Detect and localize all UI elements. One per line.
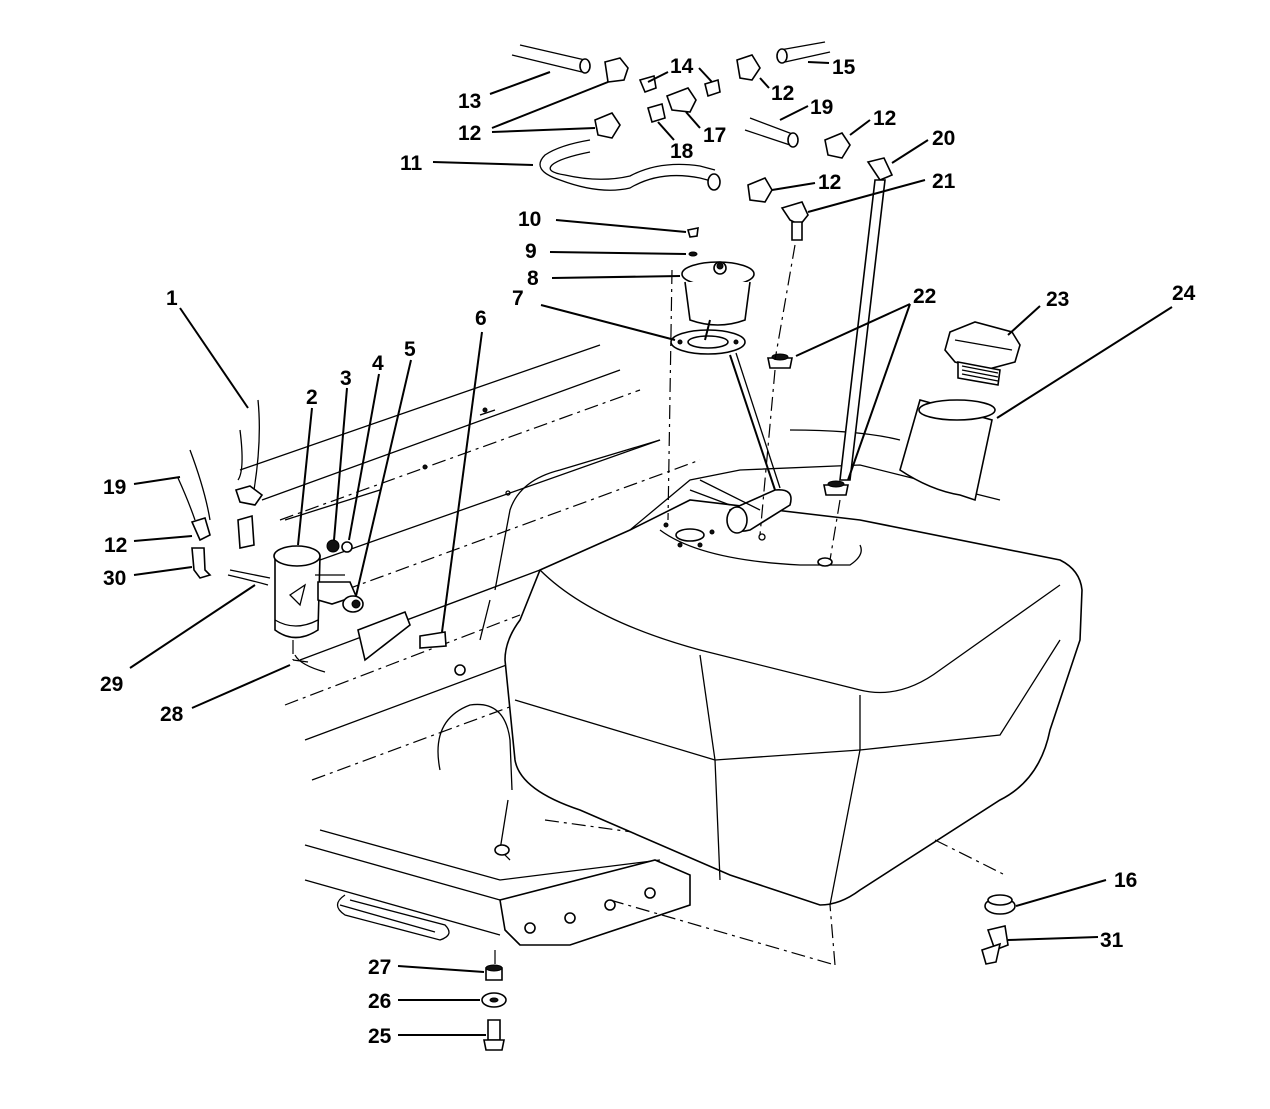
callout-7: 7 — [512, 287, 524, 310]
grommets — [767, 353, 849, 496]
callout-17: 17 — [703, 124, 726, 147]
callout-30: 30 — [103, 567, 126, 590]
callout-19-b: 19 — [103, 476, 126, 499]
callout-13: 13 — [458, 90, 481, 113]
assembly-lines — [292, 244, 1006, 966]
mount-hardware — [481, 894, 1016, 1051]
vent-tube — [839, 157, 894, 481]
callout-20: 20 — [932, 127, 955, 150]
callout-23: 23 — [1046, 288, 1069, 311]
callout-16: 16 — [1114, 869, 1137, 892]
chassis-frame — [239, 344, 701, 946]
screw-and-washer — [686, 226, 699, 257]
callout-22: 22 — [913, 285, 936, 308]
callout-27: 27 — [368, 956, 391, 979]
filler-cap — [944, 321, 1021, 386]
callout-24: 24 — [1172, 282, 1196, 305]
callout-26: 26 — [368, 990, 391, 1013]
fuel-sender — [670, 261, 792, 534]
callout-8: 8 — [527, 267, 539, 290]
callout-4: 4 — [372, 352, 384, 375]
callout-15: 15 — [832, 56, 856, 79]
callout-2: 2 — [306, 386, 318, 409]
callout-12-e: 12 — [104, 534, 127, 557]
callout-25: 25 — [368, 1025, 392, 1048]
leader-lines — [129, 61, 1173, 1036]
callout-3: 3 — [340, 367, 352, 390]
callout-9: 9 — [525, 240, 537, 263]
callout-14: 14 — [670, 55, 694, 78]
callout-5: 5 — [404, 338, 416, 361]
callout-31: 31 — [1100, 929, 1124, 952]
callout-12-c: 12 — [873, 107, 896, 130]
callout-11: 11 — [400, 152, 423, 175]
callout-12-d: 12 — [818, 171, 841, 194]
fuel-lines — [511, 41, 851, 241]
callout-18: 18 — [670, 140, 694, 163]
callout-12-a: 12 — [458, 122, 481, 145]
fuel-pump-assembly — [177, 399, 447, 673]
callout-labels: 1 2 3 4 5 6 7 8 9 10 11 12 12 12 12 12 1… — [100, 55, 1196, 1048]
callout-19-a: 19 — [810, 96, 833, 119]
callout-28: 28 — [160, 703, 184, 726]
callout-29: 29 — [100, 673, 123, 696]
callout-12-b: 12 — [771, 82, 794, 105]
callout-10: 10 — [518, 208, 541, 231]
callout-1: 1 — [166, 287, 178, 310]
callout-6: 6 — [475, 307, 487, 330]
fuel-tank — [504, 399, 1083, 906]
callout-21: 21 — [932, 170, 956, 193]
